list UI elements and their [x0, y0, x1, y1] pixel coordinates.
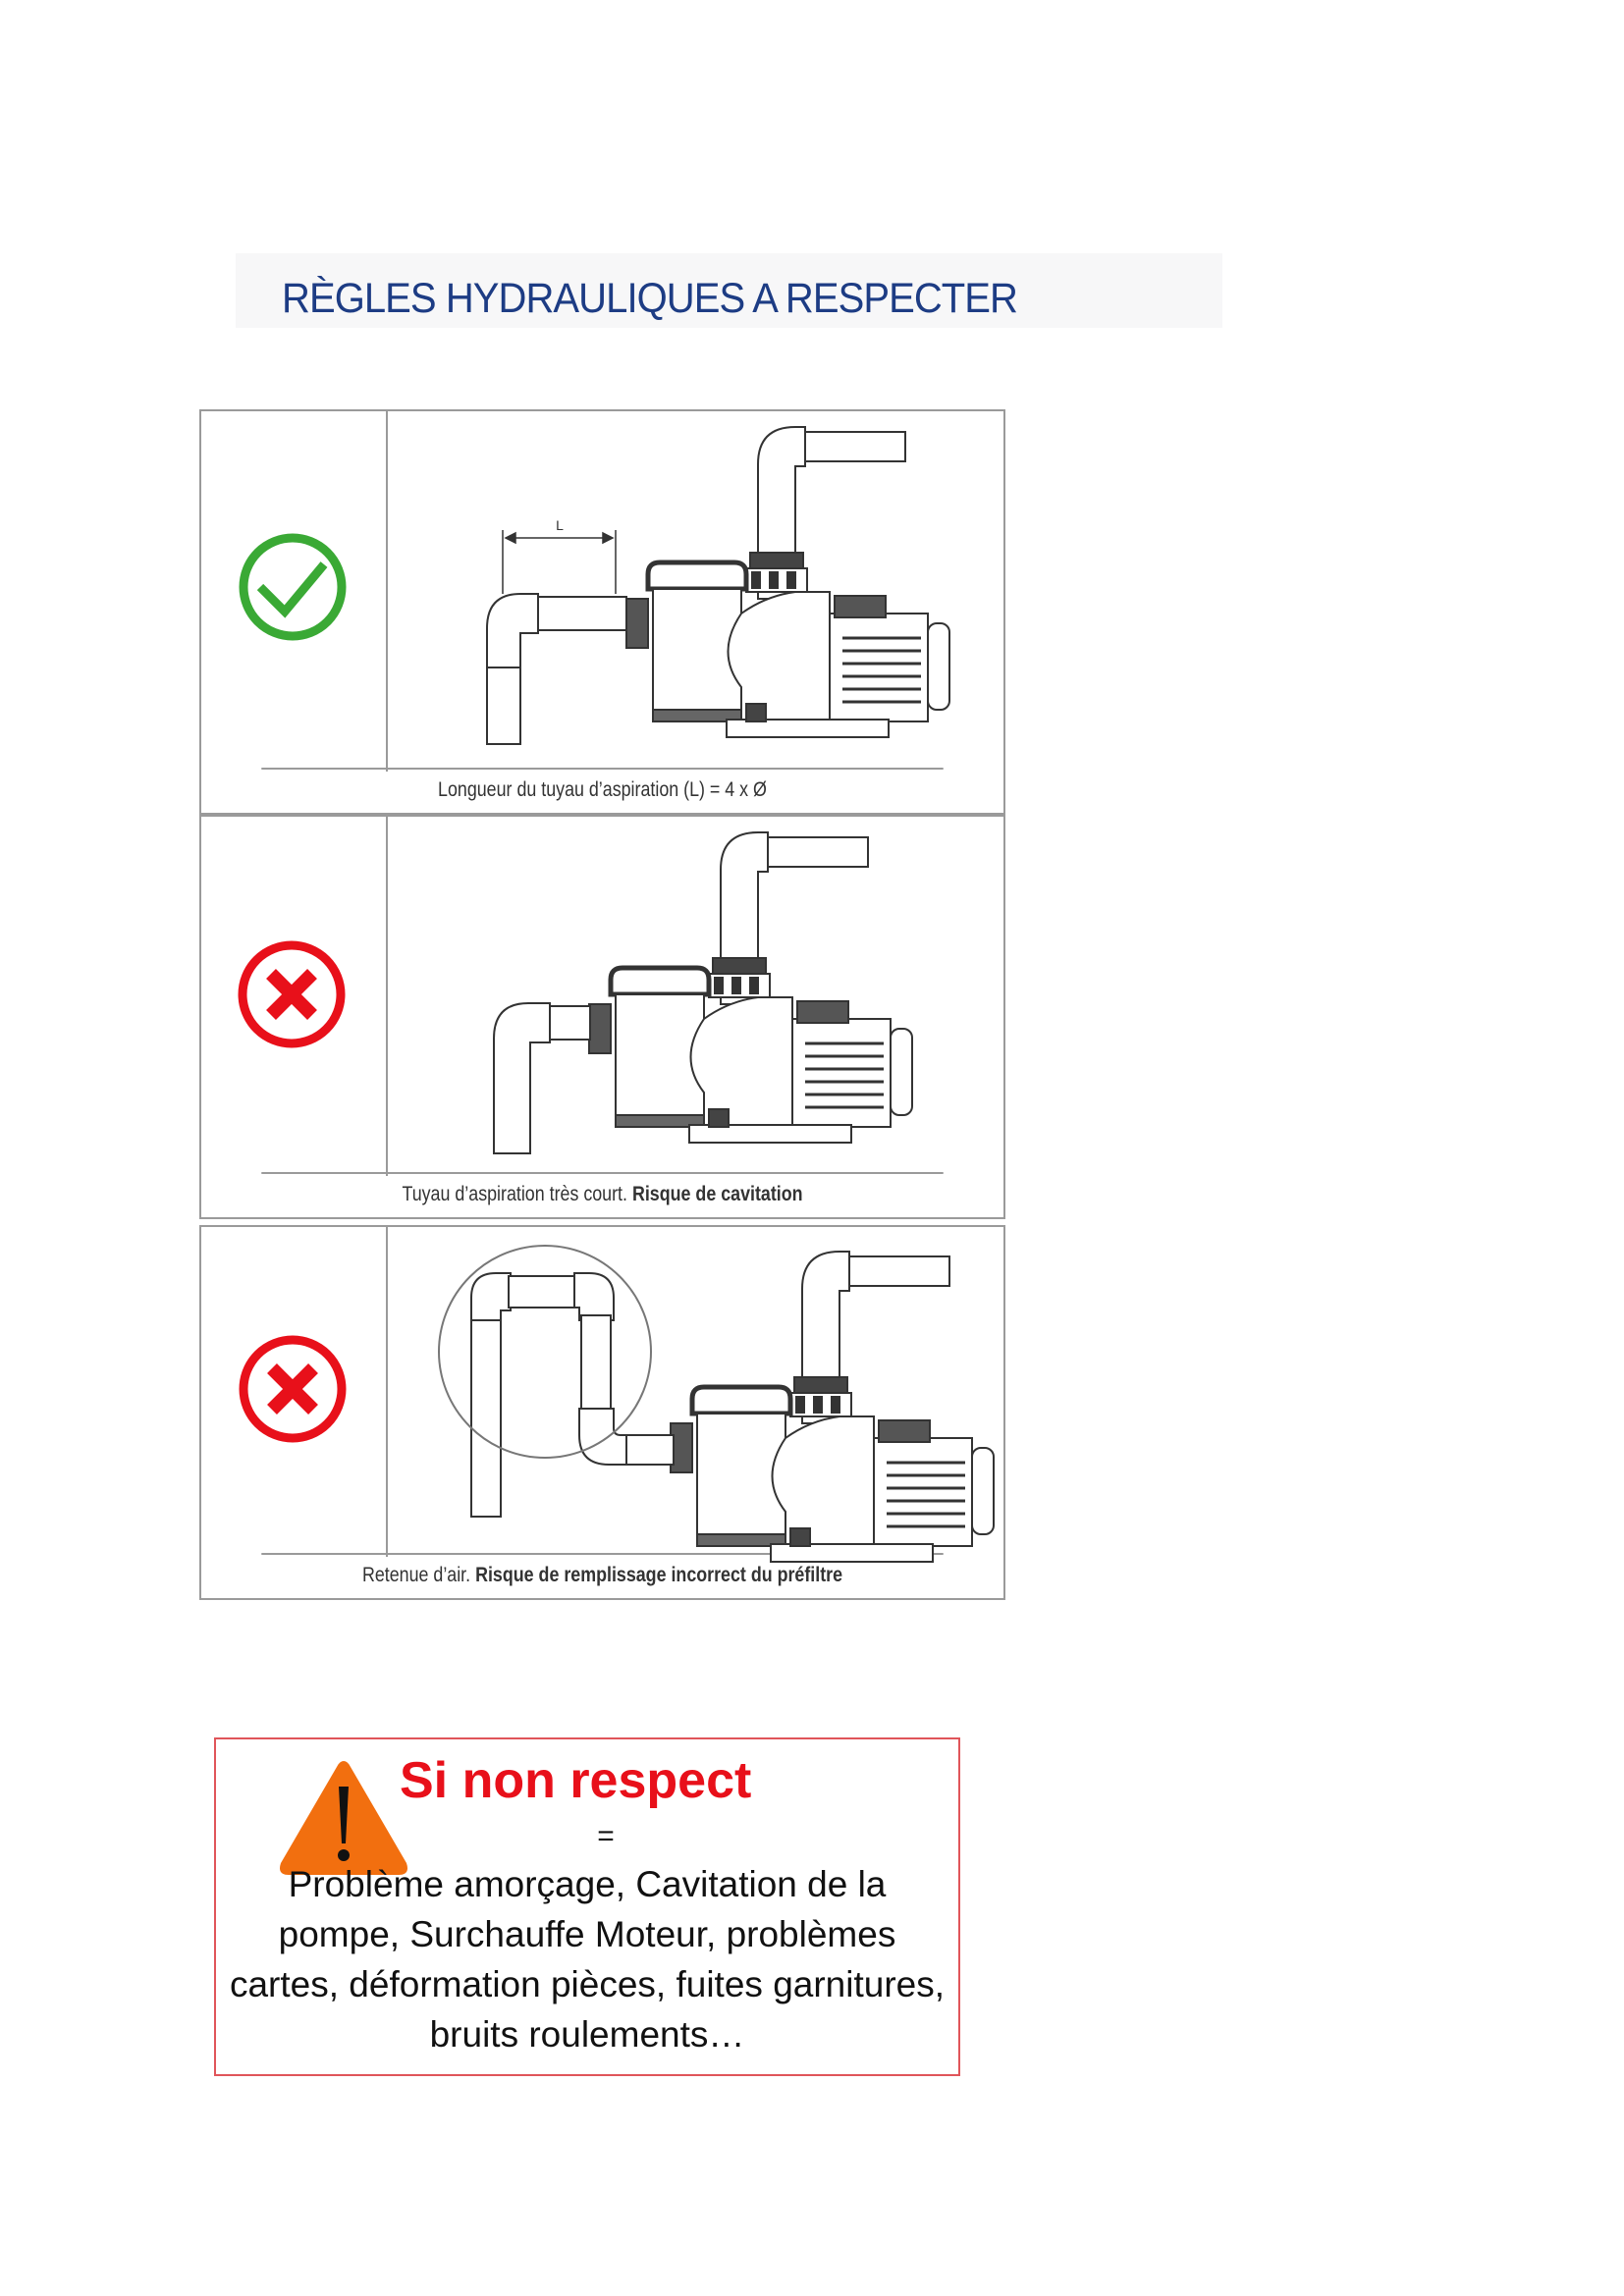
warning-box: Si non respect = Problème amorçage, Cavi…	[214, 1737, 960, 2076]
caption-bold-text: Risque de cavitation	[631, 1183, 803, 1205]
caption-text: Longueur du tuyau d’aspiration (L) = 4 x…	[438, 778, 767, 801]
equals-sign: =	[597, 1820, 615, 1852]
warning-body: Problème amorçage, Cavitation de la pomp…	[229, 1864, 946, 2055]
icon-cell	[201, 817, 388, 1176]
suction-pipe	[486, 593, 627, 745]
dimension-label: L	[556, 517, 564, 533]
pump-diagram	[493, 832, 912, 1154]
caption-text: Retenue d’air.	[361, 1564, 471, 1586]
rule-caption: Longueur du tuyau d’aspiration (L) = 4 x…	[261, 768, 944, 813]
check-circle-icon	[239, 533, 347, 641]
warning-title: Si non respect	[400, 1752, 752, 1809]
icon-cell	[201, 411, 388, 772]
highlight-circle	[438, 1245, 652, 1459]
rule-caption: Tuyau d’aspiration très court. Risque de…	[261, 1172, 944, 1217]
warning-triangle-icon	[280, 1761, 407, 1875]
page-title: RÈGLES HYDRAULIQUES A RESPECTER	[282, 275, 1018, 322]
pump-drawings: L	[238, 0, 1624, 1669]
icon-cell	[201, 1227, 388, 1557]
x-circle-icon	[239, 1335, 347, 1443]
pump-diagram: L	[486, 427, 949, 745]
rule-caption: Retenue d’air. Risque de remplissage inc…	[261, 1553, 944, 1598]
pump-diagram	[438, 1245, 994, 1562]
title-band	[236, 253, 1222, 328]
caption-bold-text: Risque de remplissage incorrect du préfi…	[475, 1564, 843, 1586]
caption-text: Tuyau d’aspiration très court.	[402, 1183, 627, 1205]
suction-pipe	[493, 1002, 591, 1154]
air-trap-pipe	[470, 1272, 675, 1518]
dimension-line	[502, 530, 617, 594]
x-circle-icon	[238, 940, 346, 1048]
